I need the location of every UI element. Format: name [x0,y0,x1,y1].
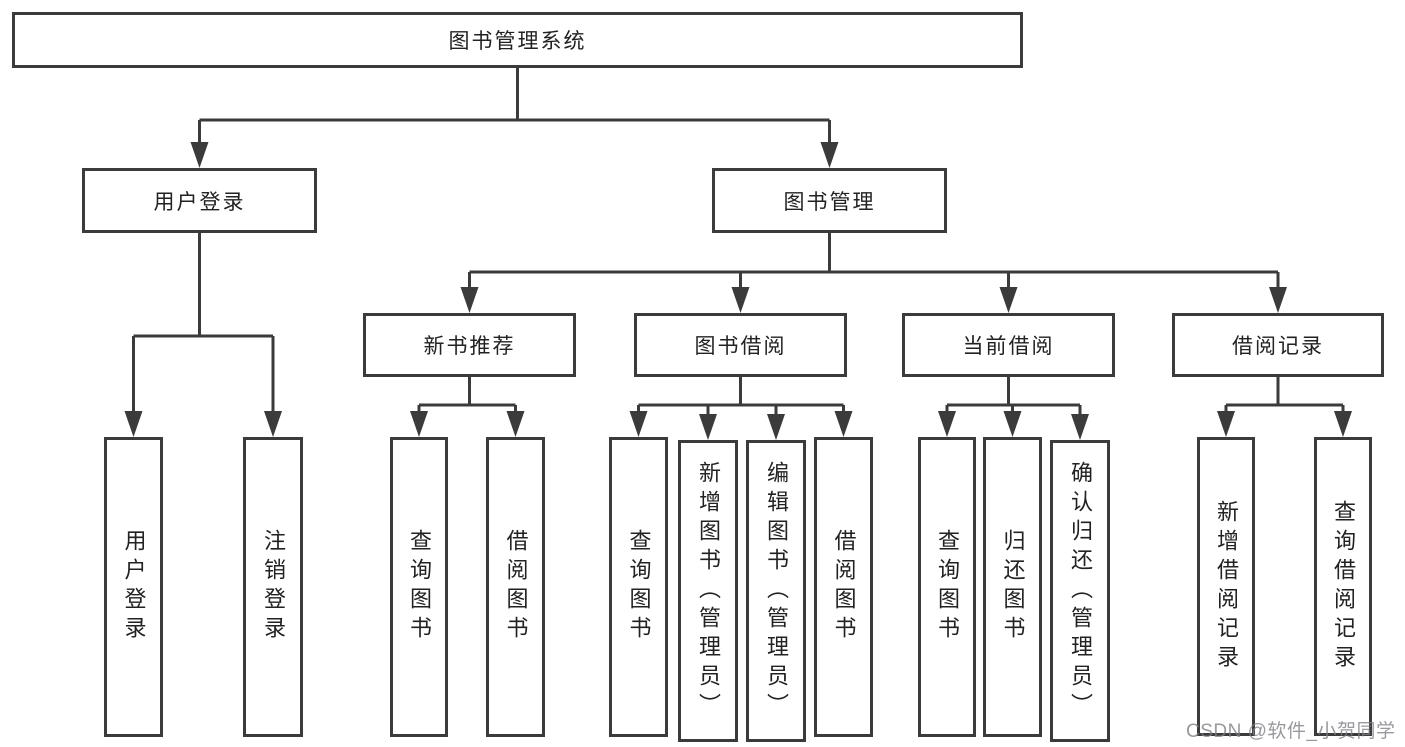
node-root-label: 图书管理系统 [448,30,587,53]
csdn-watermark: CSDN @软件_小贺同学 [1186,721,1396,742]
leaf-edit-books-admin: 编辑图书（管理员） [746,440,806,742]
leaf-query-borrow-record: 查询借阅记录 [1314,437,1372,736]
leaf-query-books-recommend-label: 查询图书 [407,529,432,645]
node-user-login-module-label: 用户登录 [153,190,246,214]
node-user-login-module: 用户登录 [82,168,317,233]
leaf-query-books-borrowing-label: 查询图书 [626,529,652,645]
leaf-logout-label: 注销登录 [261,529,286,645]
leaf-confirm-return-admin: 确认归还（管理员） [1050,440,1110,742]
node-book-management-module: 图书管理 [712,168,947,233]
node-new-book-recommendation-label: 新书推荐 [423,335,516,358]
node-book-management-module-label: 图书管理 [783,190,876,214]
node-current-borrowing-label: 当前借阅 [962,335,1055,358]
leaf-borrow-books-borrowing-label: 借阅图书 [831,529,857,645]
leaf-user-login: 用户登录 [104,437,163,737]
leaf-return-books: 归还图书 [983,437,1042,737]
leaf-borrow-books-borrowing: 借阅图书 [814,437,873,737]
node-new-book-recommendation: 新书推荐 [363,313,576,377]
leaf-query-books-current: 查询图书 [918,437,976,737]
node-root: 图书管理系统 [12,12,1023,68]
leaf-query-books-current-label: 查询图书 [935,529,960,645]
leaf-edit-books-admin-label: 编辑图书（管理员） [764,460,789,722]
node-book-borrowing-label: 图书借阅 [694,335,787,358]
node-book-borrowing: 图书借阅 [634,313,847,377]
leaf-query-books-borrowing: 查询图书 [609,437,668,737]
leaf-add-books-admin: 新增图书（管理员） [678,440,738,742]
leaf-query-books-recommend: 查询图书 [390,437,448,737]
leaf-return-books-label: 归还图书 [1000,529,1026,645]
leaf-confirm-return-admin-label: 确认归还（管理员） [1068,460,1093,722]
leaf-add-books-admin-label: 新增图书（管理员） [696,460,721,722]
leaf-query-borrow-record-label: 查询借阅记录 [1331,499,1356,674]
leaf-add-borrow-record-label: 新增借阅记录 [1214,499,1239,674]
node-borrowing-records: 借阅记录 [1172,313,1384,377]
arrowheads [124,142,1352,440]
leaf-borrow-books-recommend-label: 借阅图书 [503,529,529,645]
leaf-add-borrow-record: 新增借阅记录 [1197,437,1255,736]
leaf-borrow-books-recommend: 借阅图书 [486,437,545,737]
leaf-user-login-label: 用户登录 [121,529,147,645]
node-current-borrowing: 当前借阅 [902,313,1115,377]
leaf-logout: 注销登录 [243,437,303,737]
node-borrowing-records-label: 借阅记录 [1232,335,1324,358]
